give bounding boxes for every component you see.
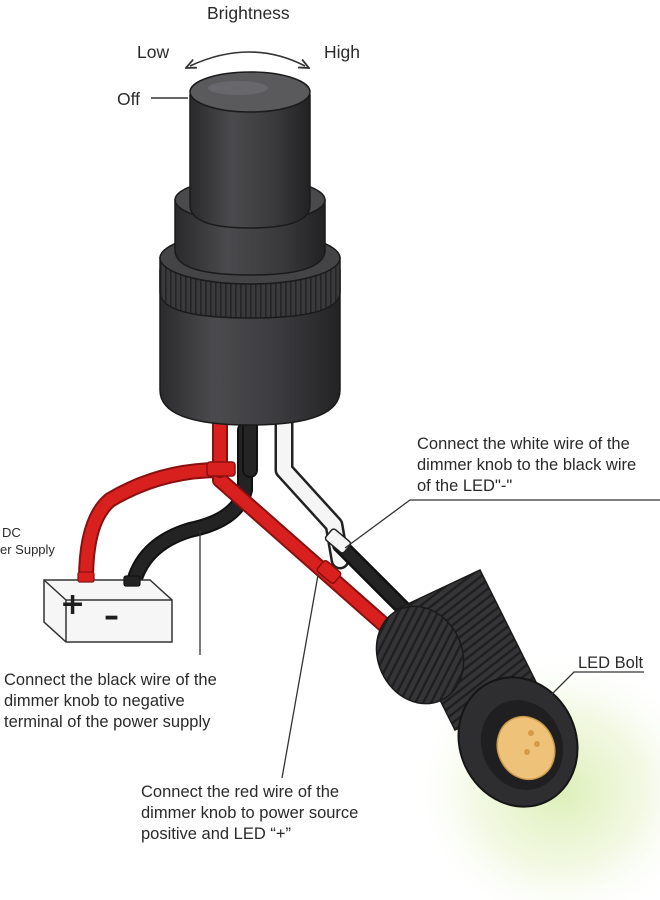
led-bolt	[375, 569, 579, 808]
brightness-label: Brightness	[207, 3, 290, 23]
black-wire-callout: Connect the black wire of the dimmer kno…	[4, 671, 217, 731]
high-label: High	[324, 42, 360, 62]
battery-minus-sign: –	[104, 599, 119, 634]
low-label: Low	[137, 42, 170, 62]
power-supply-label: er Supply	[0, 542, 55, 557]
led-face	[496, 715, 556, 781]
dimmer-knob	[159, 71, 341, 426]
battery-plus-sign: +	[60, 587, 86, 622]
rotation-arrow-icon	[190, 51, 305, 66]
off-label: Off	[117, 89, 141, 109]
red-wire-callout: Connect the red wire of the dimmer knob …	[141, 783, 359, 843]
dc-label: DC	[2, 525, 21, 540]
led-bolt-label: LED Bolt	[578, 654, 644, 672]
callout-leader-lines	[199, 499, 660, 779]
white-wire-callout: Connect the white wire of the dimmer kno…	[417, 435, 637, 495]
power-supply-battery	[43, 571, 173, 643]
